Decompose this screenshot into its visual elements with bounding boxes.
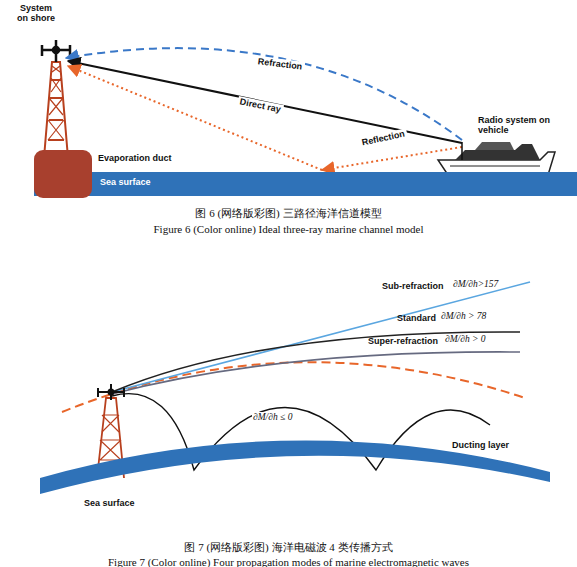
caption-en: Figure 7 (Color online) Four propagation… — [0, 556, 577, 567]
super-refraction-ray — [112, 352, 520, 394]
antenna — [98, 384, 124, 400]
gradient-label: ∂M/∂h > 78 — [440, 311, 487, 321]
node-text: Evaporation duct — [98, 153, 172, 163]
node-text: Sea surface — [84, 498, 135, 508]
node-text: Sea surface — [100, 177, 151, 187]
caption-cn: 图 6 (网络版彩图) 三路径海洋信道模型 — [0, 206, 577, 221]
sea-surface — [40, 440, 550, 494]
caption-cn: 图 7 (网络版彩图) 海洋电磁波 4 类传播方式 — [0, 540, 577, 555]
ship — [438, 142, 555, 175]
sub-refraction-ray — [112, 282, 530, 392]
refraction-ray — [66, 48, 462, 140]
ray-label: Refraction — [255, 56, 304, 72]
ray-label: Reflection — [359, 128, 408, 148]
evaporation-duct: Evaporation duct — [34, 150, 92, 198]
reflection-ray — [68, 66, 322, 170]
gradient-label: ∂M/∂h ≤ 0 — [252, 412, 293, 422]
gradient-label: ∂M/∂h > 0 — [444, 334, 487, 344]
vehicle-label: Radio system on vehicle — [478, 116, 558, 136]
mode-label: Standard — [397, 313, 436, 323]
sea-band: Sea surface — [34, 172, 577, 196]
antenna — [42, 40, 70, 62]
tower-label: System on shore — [14, 4, 58, 24]
shore-tower — [44, 62, 68, 158]
mode-label: Super-refraction — [368, 336, 438, 346]
layer-label: Ducting layer — [452, 440, 509, 450]
ray-label: Direct ray — [237, 96, 284, 115]
reflection-ray — [322, 147, 462, 170]
mode-label: Sub-refraction — [382, 281, 444, 291]
standard-ray — [112, 332, 520, 392]
gradient-label: ∂M/∂h>157 — [452, 279, 499, 289]
caption-en: Figure 6 (Color online) Ideal three-ray … — [0, 223, 577, 235]
